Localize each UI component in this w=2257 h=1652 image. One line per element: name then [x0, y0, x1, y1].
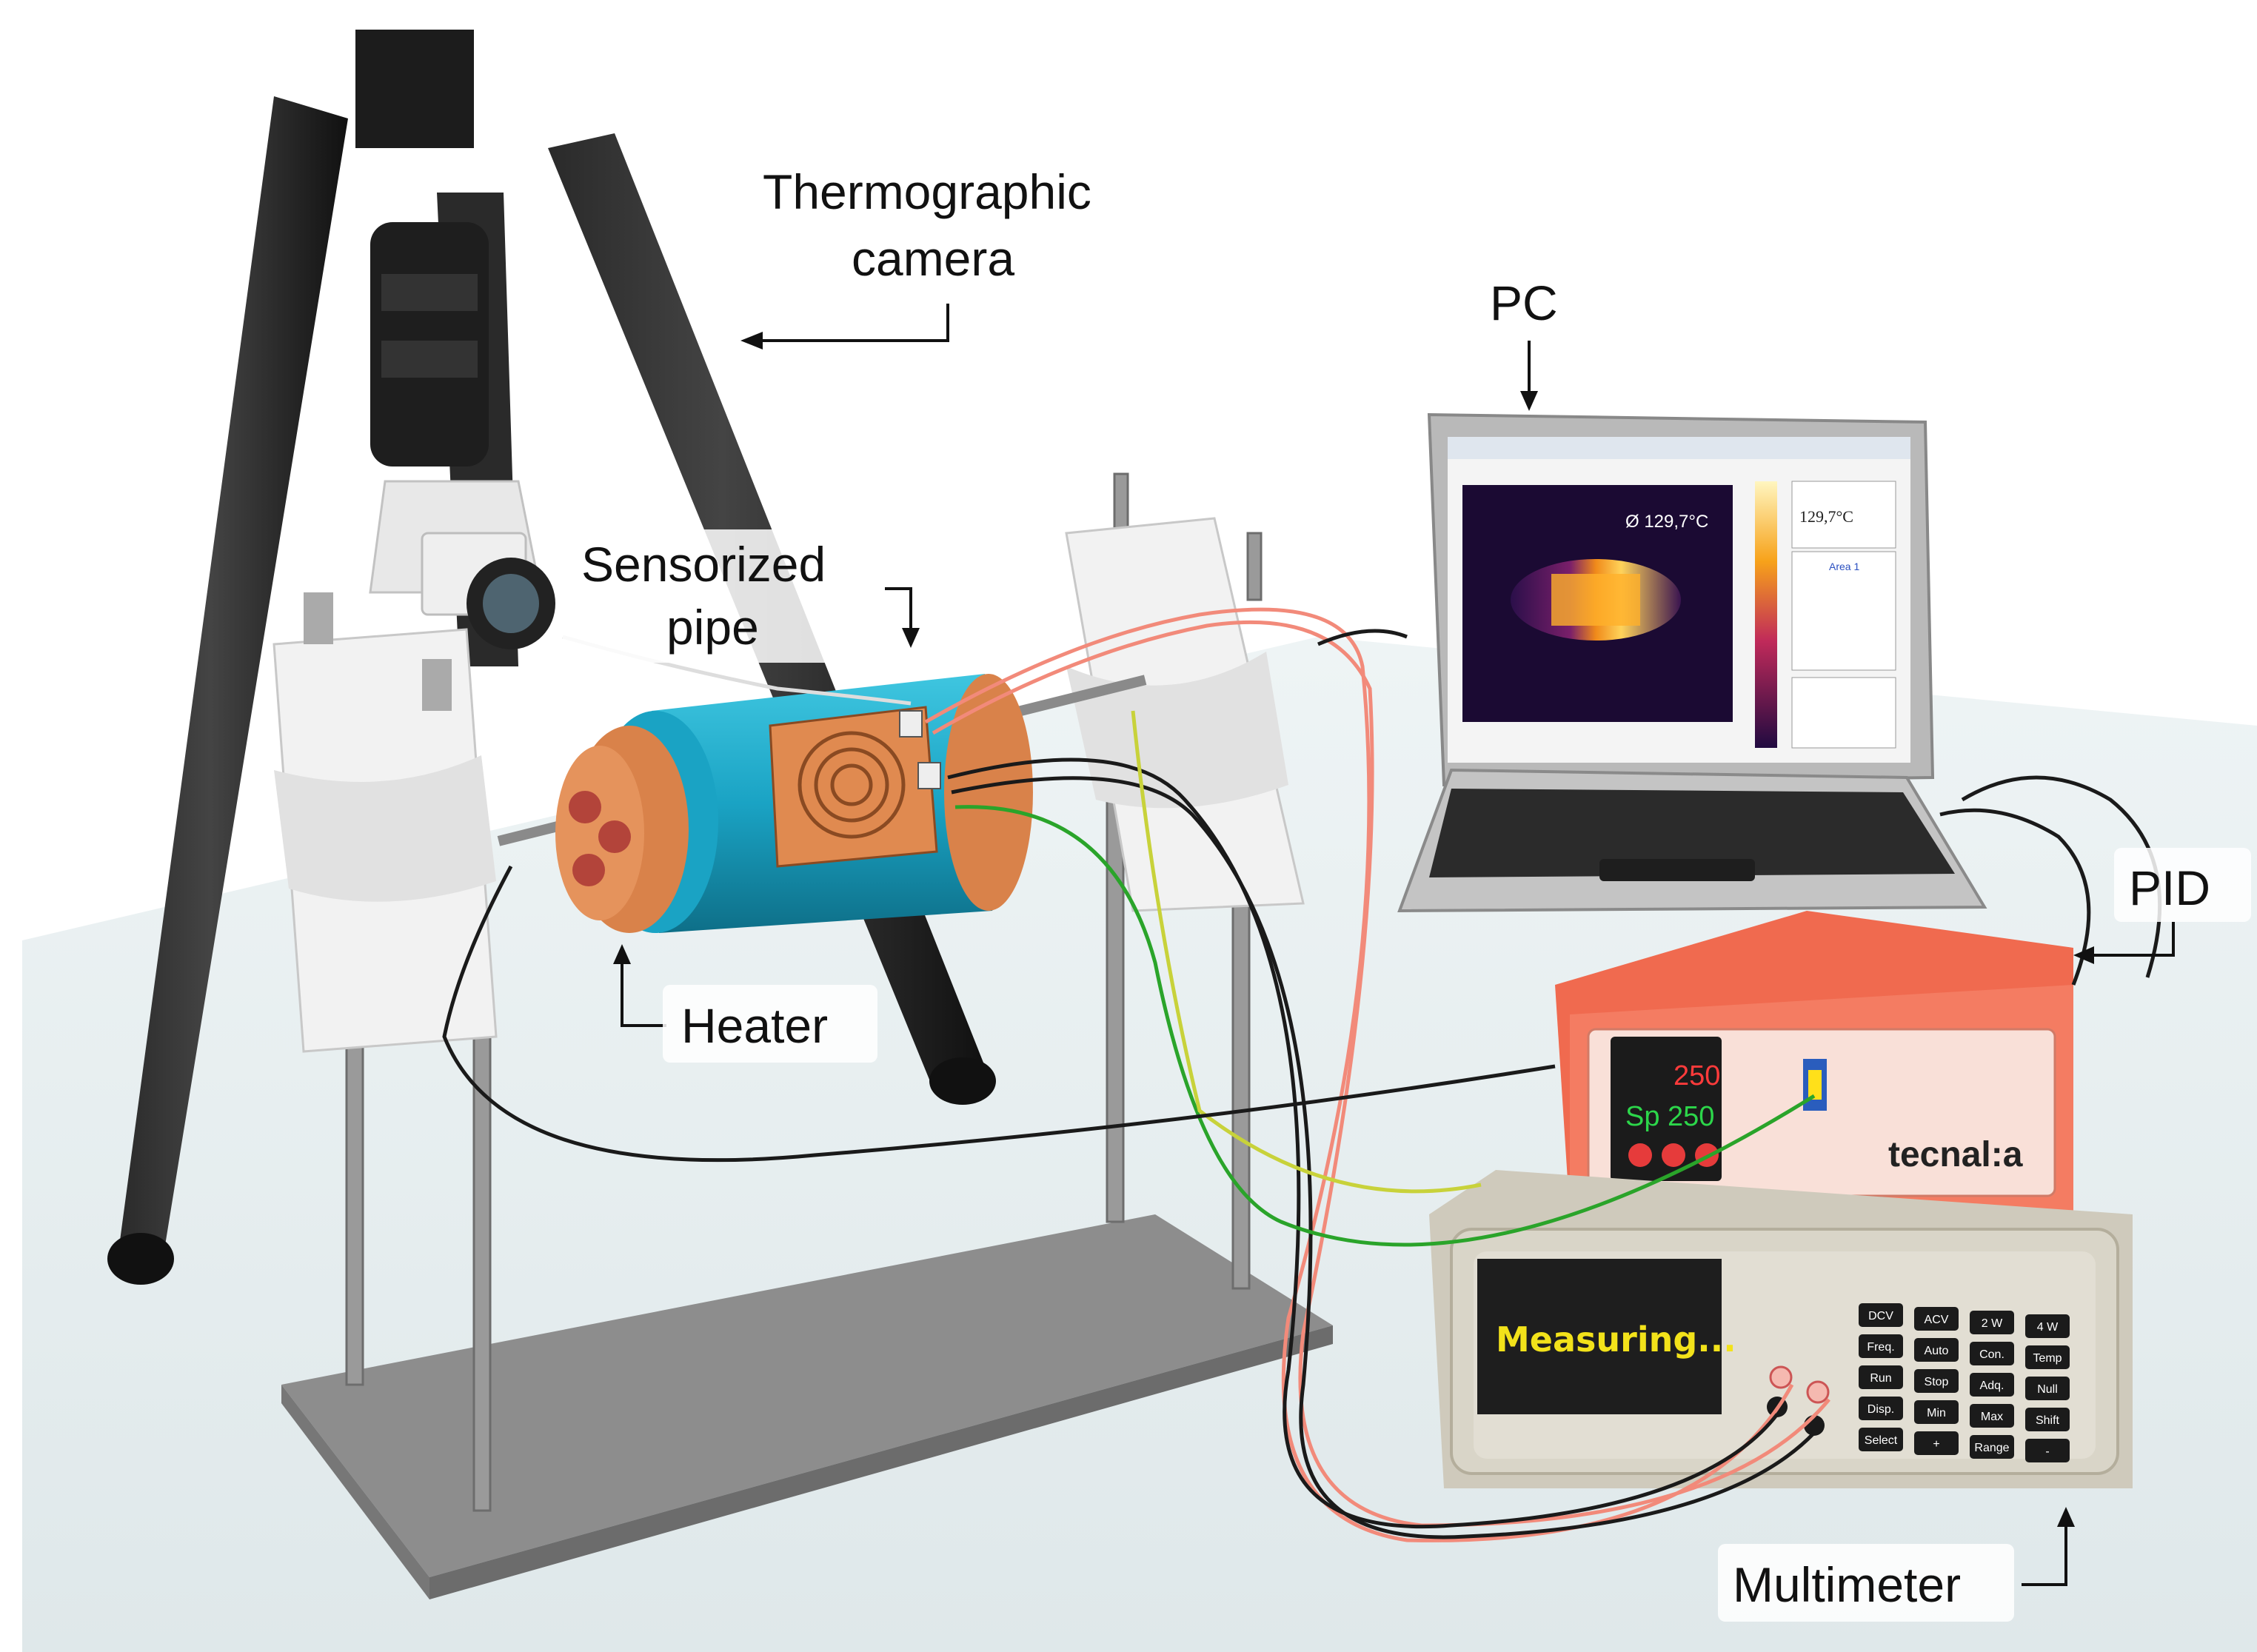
pipe-arrow — [885, 587, 912, 637]
multimeter-arrow — [2022, 1518, 2067, 1586]
thermographic-camera — [369, 480, 555, 649]
area-label: Area 1 — [1829, 561, 1859, 572]
multimeter-key-label: Range — [1974, 1442, 2009, 1454]
multimeter-display-text: Measuring... — [1496, 1320, 1736, 1360]
multimeter-key — [1970, 1311, 2014, 1334]
multimeter-key — [2025, 1314, 2070, 1338]
label-pc: PC — [1490, 275, 1558, 330]
multimeter-key-label: 4 W — [2037, 1321, 2059, 1334]
label-thermographic-camera-line1: Thermographic — [763, 164, 1091, 219]
multimeter-key-label: Null — [2037, 1383, 2058, 1396]
multimeter-key — [1970, 1342, 2014, 1365]
multimeter-key-label: Auto — [1925, 1345, 1949, 1357]
multimeter-key — [1970, 1373, 2014, 1397]
label-sensorized-pipe-line1: Sensorized — [581, 537, 826, 592]
laptop: Ø 129,7°C 129,7°C Area 1 — [1397, 412, 1987, 913]
multimeter-key-label: Max — [1981, 1411, 2003, 1423]
multimeter-key — [2025, 1377, 2070, 1400]
multimeter-key-label: - — [2045, 1445, 2049, 1458]
multimeter-key-label: 2 W — [1982, 1317, 2003, 1330]
multimeter-key — [1914, 1431, 1959, 1455]
camera-arrow — [748, 304, 949, 342]
label-heater: Heater — [681, 998, 828, 1053]
multimeter-key-label: Con. — [1979, 1348, 2004, 1361]
wires — [442, 607, 2162, 1542]
left-clamp — [272, 592, 498, 1053]
multimeter-key-label: Disp. — [1868, 1403, 1894, 1416]
multimeter-key-label: Shift — [2036, 1414, 2060, 1427]
multimeter-key-label: Min — [1927, 1407, 1946, 1419]
multimeter-display — [1477, 1259, 1722, 1414]
multimeter: Measuring... DCV ACV 2 W 4 W Freq. Auto Con. Te… — [1429, 1170, 2133, 1488]
multimeter-key — [1859, 1365, 1903, 1389]
pid-controller: 250 Sp 250 tecnal:a — [1555, 911, 2073, 1214]
multimeter-key-label: Temp — [2033, 1352, 2062, 1365]
side-temp-value: 129,7°C — [1799, 507, 1853, 526]
multimeter-key-label: ACV — [1925, 1314, 1949, 1326]
pid-pv: 250 — [1673, 1060, 1720, 1091]
multimeter-key — [1970, 1404, 2014, 1428]
multimeter-key-label: Select — [1865, 1434, 1898, 1447]
multimeter-key-label: + — [1933, 1438, 1939, 1451]
multimeter-key — [1970, 1435, 2014, 1459]
multimeter-key — [1859, 1428, 1903, 1451]
multimeter-key — [2025, 1439, 2070, 1462]
multimeter-key-label: Freq. — [1867, 1341, 1894, 1354]
multimeter-key — [1914, 1369, 1959, 1393]
multimeter-key — [1914, 1307, 1959, 1331]
label-multimeter: Multimeter — [1733, 1557, 1961, 1612]
pid-sp: Sp 250 — [1625, 1101, 1714, 1132]
spiral-sensor — [769, 706, 941, 868]
multimeter-key — [2025, 1408, 2070, 1431]
multimeter-key — [1859, 1334, 1903, 1358]
multimeter-key — [1859, 1303, 1903, 1327]
label-pid: PID — [2129, 860, 2210, 915]
pid-arrow — [2084, 922, 2175, 957]
label-sensorized-pipe-line2: pipe — [666, 600, 759, 655]
multimeter-key — [1914, 1400, 1959, 1424]
multimeter-key-label: Stop — [1925, 1376, 1949, 1388]
multimeter-key-label: DCV — [1868, 1310, 1893, 1322]
multimeter-key — [2025, 1345, 2070, 1369]
pid-brand: tecnal:a — [1888, 1135, 2023, 1174]
multimeter-key — [1859, 1397, 1903, 1420]
multimeter-key-label: Run — [1870, 1372, 1891, 1385]
multimeter-key-label: Adq. — [1980, 1380, 2004, 1392]
sensorized-pipe — [555, 674, 1033, 933]
thermal-temp-readout: Ø 129,7°C — [1625, 512, 1708, 532]
multimeter-key — [1914, 1338, 1959, 1362]
label-thermographic-camera-line2: camera — [852, 231, 1014, 286]
labels: Thermographic camera PC Sensorized pipe … — [563, 164, 2251, 1622]
heater-arrow — [621, 955, 666, 1027]
base-plate — [281, 1214, 1333, 1599]
callout-arrows — [613, 304, 2175, 1586]
